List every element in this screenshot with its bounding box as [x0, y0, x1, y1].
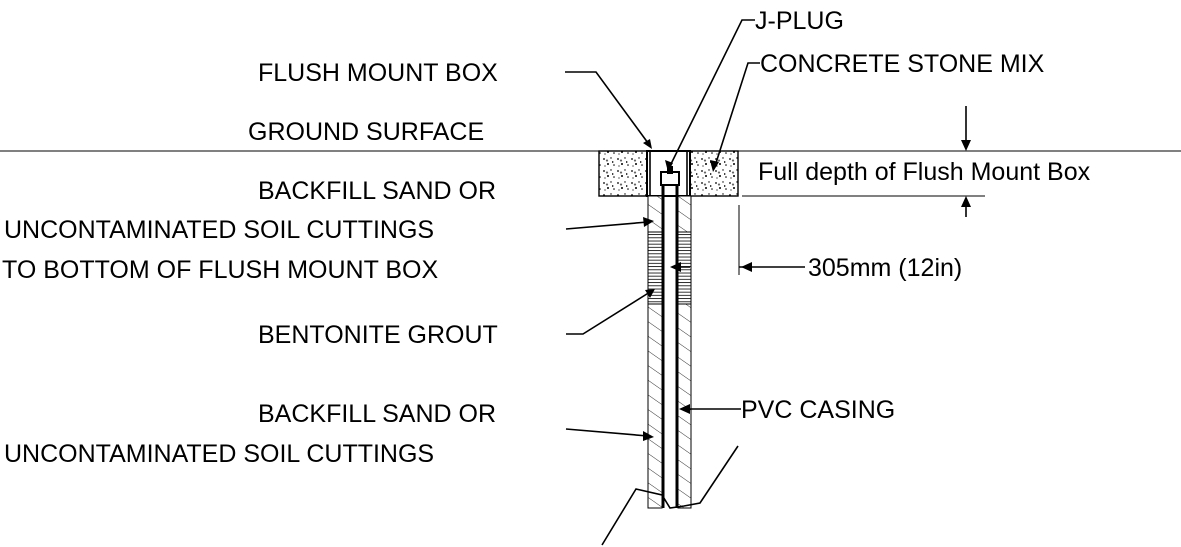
label-full-depth: Full depth of Flush Mount Box [758, 158, 1091, 186]
concrete-pad-left [598, 150, 648, 197]
label-backfill-upper-1: BACKFILL SAND OR [258, 177, 496, 205]
label-j-plug: J-PLUG [755, 7, 844, 35]
label-backfill-lower-2: UNCONTAMINATED SOIL CUTTINGS [4, 440, 434, 468]
label-backfill-upper-3: TO BOTTOM OF FLUSH MOUNT BOX [2, 256, 438, 284]
label-concrete-stone-mix: CONCRETE STONE MIX [760, 50, 1045, 78]
break-line [601, 445, 739, 546]
label-305mm: 305mm (12in) [808, 254, 962, 282]
label-pvc-casing: PVC CASING [741, 396, 895, 424]
label-ground-surface: GROUND SURFACE [248, 118, 484, 146]
label-backfill-upper-2: UNCONTAMINATED SOIL CUTTINGS [4, 216, 434, 244]
label-flush-mount-box: FLUSH MOUNT BOX [258, 59, 498, 87]
label-backfill-lower-1: BACKFILL SAND OR [258, 400, 496, 428]
label-bentonite-grout: BENTONITE GROUT [258, 321, 498, 349]
concrete-pad-right [689, 150, 739, 197]
